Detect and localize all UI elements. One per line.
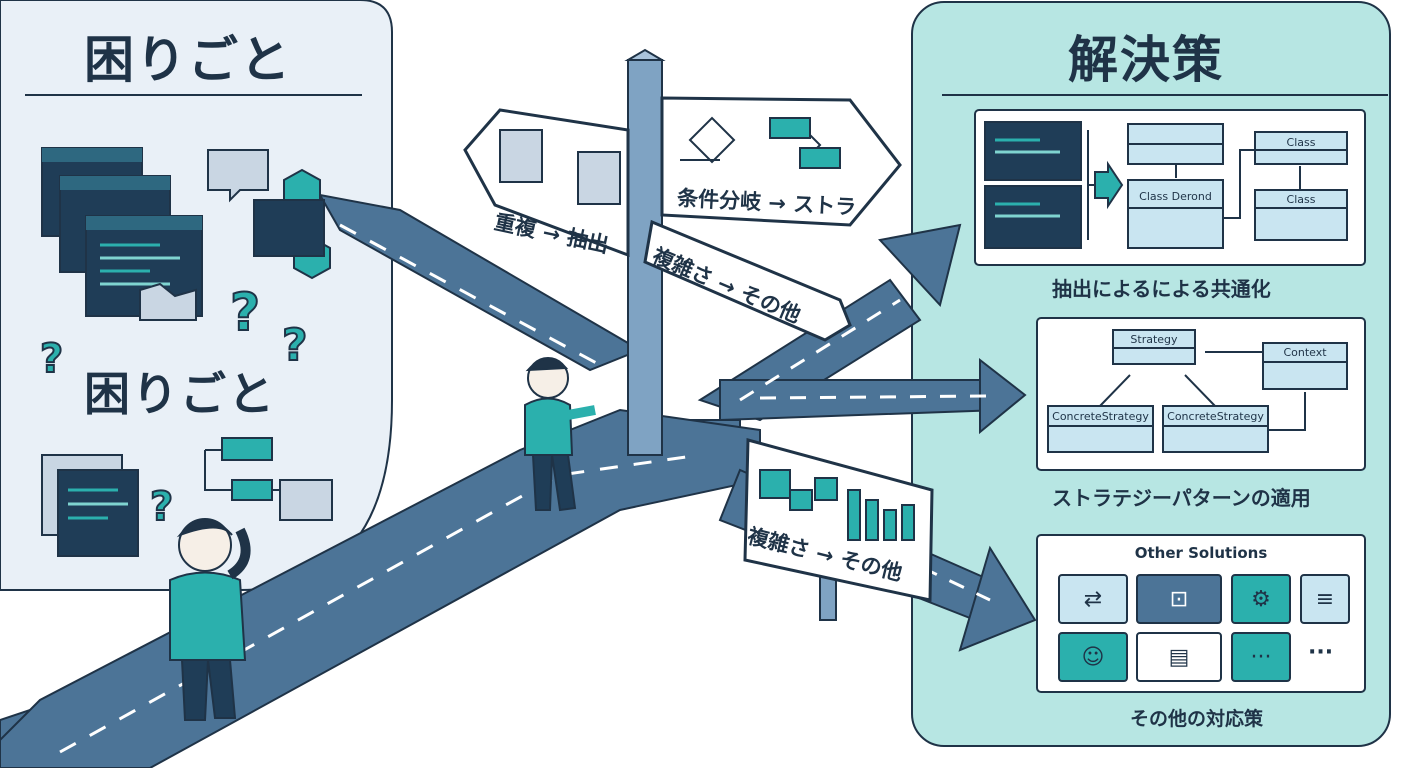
code-window-icons — [41, 147, 203, 321]
arrow-head-top — [878, 223, 962, 308]
road-dash-branch-mid — [759, 394, 991, 400]
chat-bubble-icon — [207, 149, 269, 203]
problems-title: 困りごと — [84, 31, 292, 89]
road-dash-upper — [339, 223, 601, 367]
arrow-head-bottom — [958, 545, 1037, 652]
ellipsis-text: ··· — [1308, 640, 1334, 665]
svg-text:?: ? — [40, 336, 63, 382]
confused-person — [169, 518, 251, 721]
road-upper-left — [318, 193, 643, 372]
context-label: Context — [1283, 346, 1327, 359]
class-derond-label: Class Derond — [1139, 190, 1212, 203]
folder-icon — [253, 199, 325, 257]
walking-person — [524, 357, 596, 512]
road-dash-branch-top — [739, 298, 901, 402]
question-mark-icons: ? ? ? ? — [39, 282, 309, 531]
class-bottom-label: Class — [1286, 193, 1316, 206]
card3-caption: その他の対応策 — [1130, 708, 1264, 730]
billboard-graphic — [759, 469, 915, 541]
flowchart-icon — [204, 437, 333, 521]
list-tile-icon: ≡ — [1300, 574, 1350, 624]
svg-text:?: ? — [150, 484, 173, 530]
billboard-board — [743, 438, 934, 602]
signpost-top — [624, 48, 666, 61]
sign2-board — [660, 96, 902, 227]
gear-tile-icon: ⚙ — [1231, 574, 1291, 624]
more-tile-icon: ··· — [1231, 632, 1291, 682]
other-solutions-title: Other Solutions — [1134, 544, 1268, 562]
code-window-lower — [41, 454, 139, 557]
team-tile-icon: ☺ — [1058, 632, 1128, 682]
concrete-strategy-2-label: ConcreteStrategy — [1167, 410, 1264, 423]
strategy-label: Strategy — [1130, 333, 1178, 346]
class-top-label: Class — [1286, 136, 1316, 149]
svg-text:?: ? — [282, 320, 308, 371]
sign3-board — [643, 219, 852, 342]
svg-text:?: ? — [230, 283, 260, 343]
components-tile-icon: ⊡ — [1136, 574, 1222, 624]
problems-subtitle: 困りごと — [84, 367, 276, 421]
solutions-title: 解決策 — [1068, 31, 1224, 89]
card2-caption: ストラテジーパターンの適用 — [1052, 486, 1311, 510]
document-tile-icon: ▤ — [1136, 632, 1222, 682]
flowchart-tile-icon: ⇄ — [1058, 574, 1128, 624]
concrete-strategy-1-label: ConcreteStrategy — [1052, 410, 1149, 423]
card1-caption: 抽出によるによる共通化 — [1052, 277, 1271, 301]
more-tile-label: ··· — [1250, 644, 1272, 670]
